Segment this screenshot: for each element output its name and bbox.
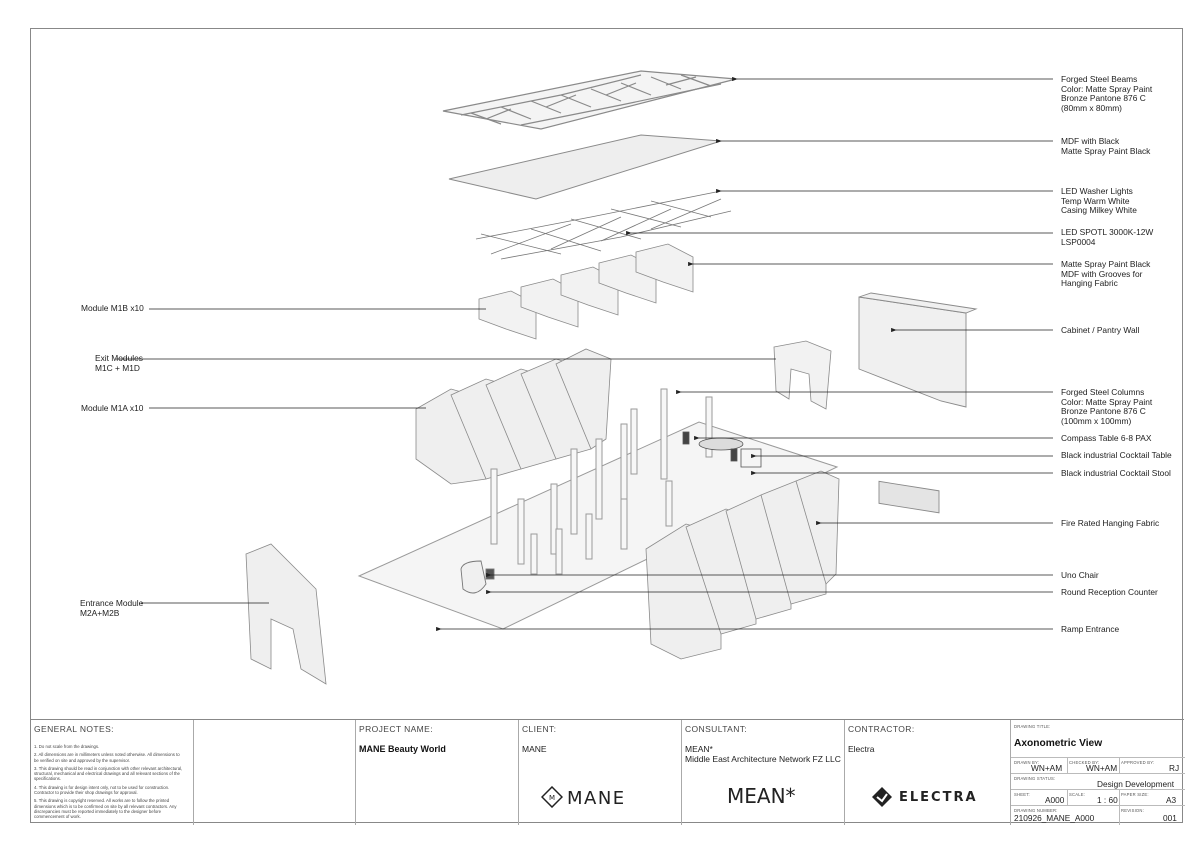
- axonometric-drawing: Forged Steel Beams Color: Matte Spray Pa…: [31, 29, 1184, 719]
- general-note: 2. All dimensions are in millimeters unl…: [34, 752, 180, 763]
- callout-cabinet-pantry: Cabinet / Pantry Wall: [1061, 325, 1140, 335]
- scale-heading: SCALE:: [1069, 792, 1086, 797]
- client-cell: CLIENT: MANE M MANE: [518, 720, 681, 825]
- callout-led-washer: LED Washer Lights Temp Warm White Casing…: [1061, 186, 1137, 216]
- general-note: 3. This drawing should be read in conjun…: [34, 765, 183, 782]
- callout-entrance-module: Entrance Module M2A+M2B: [80, 598, 144, 618]
- led-light-grid: [475, 190, 732, 260]
- steel-beam-truss: [442, 70, 737, 130]
- mane-logo-text: MANE: [567, 788, 626, 809]
- blank-cell: [193, 720, 355, 825]
- general-notes-cell: GENERAL NOTES: 1. Do not scale from the …: [31, 720, 193, 825]
- callout-module-m1b: Module M1B x10: [81, 303, 144, 313]
- revision-heading: REVISION:: [1121, 808, 1144, 813]
- general-note: 5. This drawing is copyright reserved. A…: [34, 798, 177, 820]
- sheet-row: SHEET: A000 SCALE: 1 : 60 PAPER SIZE: A3: [1011, 790, 1185, 806]
- callout-ramp-entrance: Ramp Entrance: [1061, 624, 1120, 634]
- contractor-heading: CONTRACTOR:: [848, 724, 915, 734]
- project-heading: PROJECT NAME:: [359, 724, 433, 734]
- client-name: MANE: [522, 744, 547, 754]
- approved-by-value: RJ: [1169, 763, 1180, 773]
- checked-by-value: WN+AM: [1086, 763, 1118, 773]
- drawing-number-heading: DRAWING NUMBER:: [1014, 808, 1058, 813]
- callout-exit-modules: Exit Modules M1C + M1D: [95, 353, 143, 373]
- paper-size-value: A3: [1166, 795, 1177, 805]
- callout-led-spot: LED SPOTL 3000K-12W LSP0004: [1061, 227, 1154, 247]
- drawing-sheet: Forged Steel Beams Color: Matte Spray Pa…: [30, 28, 1185, 825]
- approved-by-heading: APPROVED BY:: [1121, 760, 1155, 765]
- project-cell: PROJECT NAME: MANE Beauty World: [355, 720, 518, 825]
- general-notes-list: 1. Do not scale from the drawings. 2. Al…: [34, 744, 184, 823]
- drawing-number-value: 210926_MANE_A000: [1014, 813, 1095, 823]
- mean-logo: MEAN*: [727, 784, 796, 808]
- drawn-by-value: WN+AM: [1031, 763, 1063, 773]
- callout-forged-steel-beams: Forged Steel Beams Color: Matte Spray Pa…: [1061, 74, 1153, 113]
- callout-reception-counter: Round Reception Counter: [1061, 587, 1158, 597]
- callout-forged-steel-columns: Forged Steel Columns Color: Matte Spray …: [1061, 387, 1153, 426]
- callout-compass-table: Compass Table 6-8 PAX: [1061, 433, 1152, 443]
- cabinet-pantry-wall: [858, 292, 978, 514]
- drawing-info-block: DRAWING TITLE: Axonometric View DRAWN BY…: [1010, 720, 1185, 825]
- drawn-checked-row: DRAWN BY: WN+AM CHECKED BY: WN+AM APPROV…: [1011, 758, 1185, 774]
- checked-by-heading: CHECKED BY:: [1069, 760, 1100, 765]
- steel-columns: [490, 388, 713, 575]
- callout-matte-mdf-grooves: Matte Spray Paint Black MDF with Grooves…: [1061, 259, 1151, 289]
- callout-mdf-black: MDF with Black Matte Spray Paint Black: [1061, 136, 1151, 156]
- contractor-name: Electra: [848, 744, 875, 754]
- title-block: GENERAL NOTES: 1. Do not scale from the …: [31, 719, 1185, 825]
- general-note: 4. This drawing is for design intent onl…: [34, 784, 170, 796]
- number-row: DRAWING NUMBER: 210926_MANE_A000 REVISIO…: [1011, 806, 1185, 825]
- drawing-title-heading: DRAWING TITLE:: [1014, 724, 1051, 729]
- drawing-title-row: DRAWING TITLE: Axonometric View: [1011, 720, 1185, 758]
- revision-value: 001: [1163, 813, 1177, 823]
- mane-logo-icon: M: [541, 786, 563, 808]
- status-value: Design Development: [1097, 779, 1175, 789]
- mdf-ceiling-panel: [448, 134, 722, 200]
- scale-value: 1 : 60: [1097, 795, 1118, 805]
- callout-module-m1a: Module M1A x10: [81, 403, 144, 413]
- consultant-cell: CONSULTANT: MEAN* Middle East Architectu…: [681, 720, 844, 825]
- svg-text:M: M: [549, 794, 555, 802]
- module-m1a-group: [415, 348, 612, 485]
- leader-lines: [116, 76, 1053, 632]
- paper-size-heading: PAPER SIZE:: [1121, 792, 1149, 797]
- consultant-name: MEAN* Middle East Architecture Network F…: [685, 744, 841, 764]
- callout-hanging-fabric: Fire Rated Hanging Fabric: [1061, 518, 1160, 528]
- sheet-heading: SHEET:: [1014, 792, 1030, 797]
- client-heading: CLIENT:: [522, 724, 557, 734]
- callout-cocktail-table: Black industrial Cocktail Table: [1061, 450, 1172, 460]
- entrance-module: [245, 543, 327, 685]
- callout-cocktail-stool: Black industrial Cocktail Stool: [1061, 468, 1171, 478]
- status-row: DRAWING STATUS: Design Development: [1011, 774, 1185, 790]
- project-name: MANE Beauty World: [359, 744, 446, 754]
- exit-module-right: [773, 340, 832, 410]
- sheet-value: A000: [1045, 795, 1065, 805]
- contractor-cell: CONTRACTOR: Electra ELECTRA: [844, 720, 1010, 825]
- drawn-by-heading: DRAWN BY:: [1014, 760, 1040, 765]
- general-notes-heading: GENERAL NOTES:: [34, 724, 114, 734]
- module-m1b-group: [478, 243, 694, 340]
- status-heading: DRAWING STATUS:: [1014, 776, 1056, 781]
- callout-uno-chair: Uno Chair: [1061, 570, 1099, 580]
- axonometric-model: [116, 70, 1053, 685]
- consultant-heading: CONSULTANT:: [685, 724, 748, 734]
- drawing-title: Axonometric View: [1014, 738, 1103, 749]
- general-note: 1. Do not scale from the drawings.: [34, 744, 100, 749]
- electra-logo-icon: [872, 787, 892, 807]
- electra-logo-text: ELECTRA: [899, 790, 978, 805]
- module-front-row: [645, 470, 840, 660]
